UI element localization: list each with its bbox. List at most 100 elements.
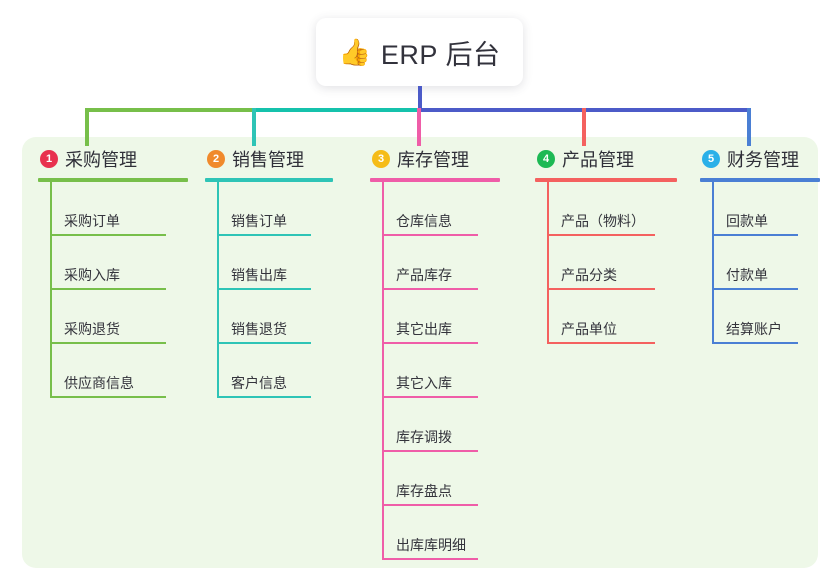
leaf-underline (382, 558, 478, 560)
leaf-underline (712, 288, 798, 290)
branch-leaf-list: 采购订单采购入库采购退货供应商信息 (38, 182, 188, 398)
leaf-label: 库存盘点 (396, 483, 452, 499)
leaf-label: 结算账户 (726, 321, 782, 337)
leaf-underline (382, 396, 478, 398)
leaf-underline (217, 234, 311, 236)
leaf-underline (712, 234, 798, 236)
leaf-item[interactable]: 产品（物料） (535, 182, 677, 236)
leaf-item[interactable]: 回款单 (700, 182, 820, 236)
leaf-label: 客户信息 (231, 375, 287, 391)
branch-leaf-list: 回款单付款单结算账户 (700, 182, 820, 344)
branch-title: 财务管理 (727, 150, 799, 170)
leaf-label: 产品单位 (561, 321, 617, 337)
branch-number-badge: 4 (537, 150, 555, 168)
branch-number-badge: 5 (702, 150, 720, 168)
root-title: ERP 后台 (380, 39, 501, 70)
leaf-underline (50, 396, 166, 398)
leaf-underline (50, 342, 166, 344)
leaf-underline (712, 342, 798, 344)
leaf-item[interactable]: 库存盘点 (370, 452, 500, 506)
branch-column-5: 5 财务管理回款单付款单结算账户 (700, 146, 820, 344)
leaf-label: 库存调拨 (396, 429, 452, 445)
branch-spine (217, 182, 219, 398)
branch-number-badge: 2 (207, 150, 225, 168)
branch-header-4[interactable]: 4 产品管理 (535, 146, 677, 172)
branch-header-5[interactable]: 5 财务管理 (700, 146, 820, 172)
branch-header-underline (370, 178, 500, 182)
branch-spine (547, 182, 549, 344)
leaf-item[interactable]: 产品单位 (535, 290, 677, 344)
root-node[interactable]: 👍 ERP 后台 (316, 18, 523, 86)
leaf-label: 采购退货 (64, 321, 120, 337)
branch-drop-connector-5 (747, 108, 751, 146)
leaf-label: 回款单 (726, 213, 768, 229)
branch-drop-connector-3 (417, 108, 421, 146)
branches-background-panel (22, 137, 818, 568)
leaf-item[interactable]: 采购订单 (38, 182, 188, 236)
leaf-underline (382, 504, 478, 506)
leaf-item[interactable]: 产品库存 (370, 236, 500, 290)
branch-header-underline (205, 178, 333, 182)
leaf-underline (547, 288, 655, 290)
leaf-label: 其它出库 (396, 321, 452, 337)
branch-spine (382, 182, 384, 560)
leaf-item[interactable]: 出库库明细 (370, 506, 500, 560)
leaf-item[interactable]: 产品分类 (535, 236, 677, 290)
leaf-label: 仓库信息 (396, 213, 452, 229)
branch-column-2: 2 销售管理销售订单销售出库销售退货客户信息 (205, 146, 333, 398)
leaf-label: 销售出库 (231, 267, 287, 283)
branch-spine (50, 182, 52, 398)
leaf-underline (217, 396, 311, 398)
branch-drop-connector-4 (582, 108, 586, 146)
leaf-label: 供应商信息 (64, 375, 134, 391)
bus-segment-1 (87, 108, 254, 112)
leaf-underline (547, 234, 655, 236)
branch-title: 销售管理 (232, 150, 304, 170)
branch-title: 产品管理 (562, 150, 634, 170)
leaf-label: 产品（物料） (561, 213, 645, 229)
leaf-underline (50, 288, 166, 290)
leaf-item[interactable]: 结算账户 (700, 290, 820, 344)
branch-leaf-list: 仓库信息产品库存其它出库其它入库库存调拨库存盘点出库库明细 (370, 182, 500, 560)
bus-segment-2 (254, 108, 420, 112)
leaf-label: 销售退货 (231, 321, 287, 337)
leaf-item[interactable]: 销售出库 (205, 236, 333, 290)
branch-header-underline (535, 178, 677, 182)
branch-header-2[interactable]: 2 销售管理 (205, 146, 333, 172)
leaf-item[interactable]: 销售退货 (205, 290, 333, 344)
leaf-underline (50, 234, 166, 236)
branch-number-badge: 1 (40, 150, 58, 168)
branch-leaf-list: 产品（物料） 产品分类产品单位 (535, 182, 677, 344)
leaf-item[interactable]: 仓库信息 (370, 182, 500, 236)
leaf-label: 产品分类 (561, 267, 617, 283)
leaf-item[interactable]: 库存调拨 (370, 398, 500, 452)
leaf-underline (547, 342, 655, 344)
leaf-label: 采购入库 (64, 267, 120, 283)
leaf-item[interactable]: 其它出库 (370, 290, 500, 344)
leaf-label: 产品库存 (396, 267, 452, 283)
leaf-item[interactable]: 付款单 (700, 236, 820, 290)
leaf-underline (217, 342, 311, 344)
leaf-item[interactable]: 客户信息 (205, 344, 333, 398)
leaf-underline (382, 342, 478, 344)
leaf-item[interactable]: 采购退货 (38, 290, 188, 344)
leaf-item[interactable]: 供应商信息 (38, 344, 188, 398)
leaf-label: 销售订单 (231, 213, 287, 229)
branch-header-underline (38, 178, 188, 182)
leaf-item[interactable]: 其它入库 (370, 344, 500, 398)
leaf-label: 采购订单 (64, 213, 120, 229)
branch-column-4: 4 产品管理产品（物料） 产品分类产品单位 (535, 146, 677, 344)
leaf-item[interactable]: 销售订单 (205, 182, 333, 236)
leaf-underline (382, 288, 478, 290)
branch-header-underline (700, 178, 820, 182)
root-stem-connector (418, 86, 422, 111)
leaf-label: 付款单 (726, 267, 768, 283)
leaf-underline (217, 288, 311, 290)
leaf-item[interactable]: 采购入库 (38, 236, 188, 290)
branch-drop-connector-1 (85, 108, 89, 146)
